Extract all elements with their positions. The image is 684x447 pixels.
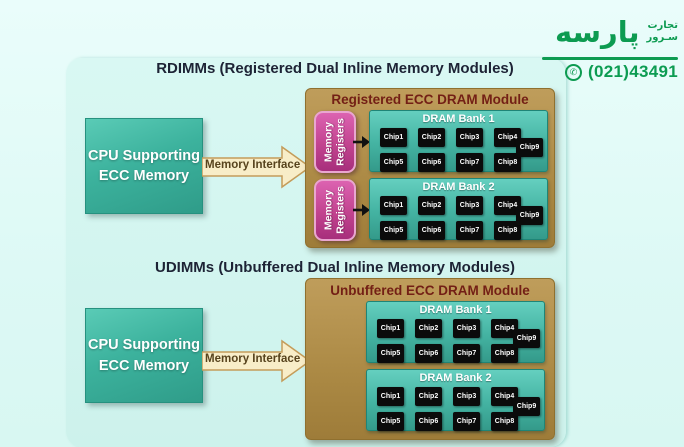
rdimm-cpu-box: CPU Supporting ECC Memory — [85, 118, 203, 214]
chip: Chip7 — [456, 153, 483, 172]
memory-interface-arrow-icon — [202, 145, 312, 189]
rdimm-bus-label: Memory Interface — [205, 159, 301, 171]
udimm-module-title: Unbuffered ECC DRAM Module — [330, 283, 530, 298]
rdimm-dram-bank-2: DRAM Bank 2 Chip1 Chip2 Chip3 Chip4 Chip… — [369, 178, 548, 240]
phone-number: (021)43491 — [588, 62, 678, 81]
udimm-section-title: UDIMMs (Unbuffered Dual Inline Memory Mo… — [154, 259, 515, 276]
chip: Chip9 — [516, 138, 543, 157]
udimm-bus-label: Memory Interface — [205, 353, 301, 365]
chip: Chip8 — [494, 153, 521, 172]
rdimm-module: Registered ECC DRAM Module Memory Regist… — [305, 88, 555, 248]
phone-row: ✆ (021)43491 — [565, 62, 678, 82]
chip: Chip1 — [380, 196, 407, 215]
cpu-label-line2: ECC Memory — [98, 168, 190, 184]
chip: Chip2 — [415, 387, 442, 406]
register-label-line2: Registers — [334, 186, 346, 234]
chip: Chip4 — [491, 387, 518, 406]
chip: Chip2 — [418, 128, 445, 147]
chip: Chip1 — [377, 319, 404, 338]
chip: Chip5 — [380, 221, 407, 240]
memory-registers-box: Memory Registers — [314, 179, 356, 241]
cpu-label-line2: ECC Memory — [98, 357, 190, 374]
rdimm-section-title: RDIMMs (Registered Dual Inline Memory Mo… — [156, 60, 514, 77]
udimm-cpu-box: CPU Supporting ECC Memory — [85, 308, 203, 403]
chip: Chip7 — [456, 221, 483, 240]
chip: Chip5 — [380, 153, 407, 172]
chip: Chip2 — [415, 319, 442, 338]
chip: Chip7 — [453, 344, 480, 363]
chip: Chip6 — [418, 221, 445, 240]
rdimm-module-title: Registered ECC DRAM Module — [331, 92, 529, 107]
brand-tagline-line1: تجارت — [647, 19, 678, 31]
chip: Chip6 — [415, 412, 442, 431]
register-label-line1: Memory — [322, 189, 335, 231]
chip: Chip3 — [456, 128, 483, 147]
arrow-right-icon — [353, 204, 370, 216]
chip: Chip3 — [453, 319, 480, 338]
chip: Chip9 — [513, 329, 540, 348]
brand-row: تجارت سـرور پارسه — [555, 12, 678, 52]
rdimm-dram-bank-1: DRAM Bank 1 Chip1 Chip2 Chip3 Chip4 Chip… — [369, 110, 548, 172]
memory-registers-label: Memory Registers — [322, 186, 347, 234]
bank-title: DRAM Bank 2 — [419, 372, 492, 384]
chip: Chip9 — [516, 206, 543, 225]
phone-icon: ✆ — [565, 63, 583, 81]
chip: Chip2 — [418, 196, 445, 215]
chip: Chip4 — [491, 319, 518, 338]
chip-grid: Chip1 Chip2 Chip3 Chip4 Chip5 Chip6 Chip… — [380, 196, 521, 240]
memory-registers-box: Memory Registers — [314, 111, 356, 173]
chip: Chip1 — [377, 387, 404, 406]
arrow-right-icon — [353, 136, 370, 148]
register-label-line2: Registers — [334, 118, 346, 166]
bank-title: DRAM Bank 1 — [422, 113, 495, 125]
cpu-label-line1: CPU Supporting — [88, 337, 200, 354]
memory-registers-label: Memory Registers — [322, 118, 347, 166]
brand-tagline: تجارت سـرور — [647, 20, 678, 45]
udimm-dram-bank-2: DRAM Bank 2 Chip1 Chip2 Chip3 Chip4 Chip… — [366, 369, 545, 431]
brand-tagline-line2: سـرور — [646, 32, 678, 43]
register-label-line1: Memory — [322, 121, 335, 163]
chip: Chip4 — [494, 128, 521, 147]
cpu-label-line1: CPU Supporting — [88, 147, 200, 164]
chip: Chip6 — [418, 153, 445, 172]
chip: Chip1 — [380, 128, 407, 147]
chip-grid: Chip1 Chip2 Chip3 Chip4 Chip5 Chip6 Chip… — [377, 387, 518, 431]
chip: Chip8 — [491, 412, 518, 431]
chip: Chip6 — [415, 344, 442, 363]
chip: Chip5 — [377, 344, 404, 363]
chip-grid: Chip1 Chip2 Chip3 Chip4 Chip5 Chip6 Chip… — [380, 128, 521, 172]
memory-interface-arrow-icon — [202, 339, 312, 383]
chip: Chip8 — [491, 344, 518, 363]
brand-logo-wordmark: پارسه — [554, 15, 640, 49]
chip: Chip7 — [453, 412, 480, 431]
chip-grid: Chip1 Chip2 Chip3 Chip4 Chip5 Chip6 Chip… — [377, 319, 518, 363]
chip: Chip9 — [513, 397, 540, 416]
bank-title: DRAM Bank 1 — [419, 304, 492, 316]
bank-title: DRAM Bank 2 — [422, 181, 495, 193]
chip: Chip5 — [377, 412, 404, 431]
chip: Chip3 — [456, 196, 483, 215]
chip: Chip3 — [453, 387, 480, 406]
chip: Chip4 — [494, 196, 521, 215]
chip: Chip8 — [494, 221, 521, 240]
brand-underline — [542, 57, 678, 60]
udimm-module: Unbuffered ECC DRAM Module DRAM Bank 1 C… — [305, 278, 555, 440]
udimm-dram-bank-1: DRAM Bank 1 Chip1 Chip2 Chip3 Chip4 Chip… — [366, 301, 545, 363]
